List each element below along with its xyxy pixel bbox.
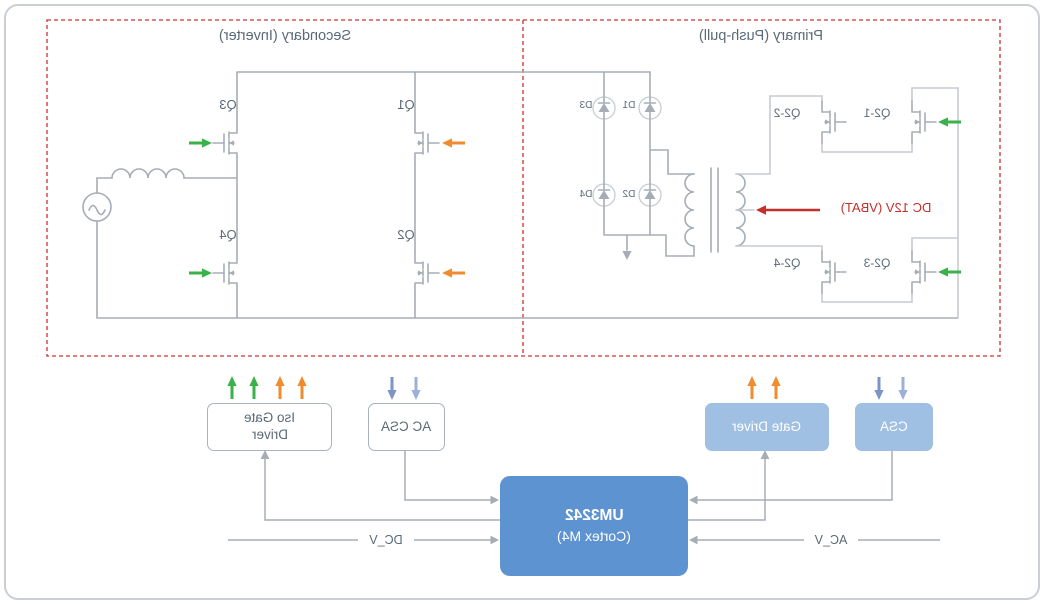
gate-arrow-q4-icon (187, 266, 214, 280)
iso-gate-driver-block: Iso Gate Driver (207, 403, 332, 451)
block-connector-lines (228, 450, 940, 541)
ac-source-symbol (82, 192, 112, 222)
mosfet-q3-symbol (212, 121, 238, 165)
label-d2: D2 (622, 189, 636, 200)
iso-driver-arrow-4-icon (295, 374, 309, 401)
mosfet-q2-3-symbol (911, 250, 937, 294)
primary-pushpull-wiring (735, 87, 959, 319)
ac-csa-arrow-1-icon (385, 375, 399, 402)
label-q2-2: Q2-2 (773, 106, 801, 120)
mcu-label-line1: UM3242 (564, 507, 624, 525)
mosfet-q2-2-symbol (821, 100, 847, 144)
rectifier-wiring (603, 71, 695, 257)
primary-section-title: Primary (Push-pull) (698, 28, 824, 44)
ac-csa-to-mcu-arrow-icon (490, 495, 499, 505)
label-q4: Q4 (219, 227, 237, 242)
secondary-bridge-wiring (96, 71, 959, 319)
ac-v-to-mcu-arrow-icon (689, 535, 698, 545)
iso-driver-arrow-2-icon (247, 374, 261, 401)
ac-v-label: AC_V (814, 533, 848, 547)
mosfet-q2-1-symbol (911, 100, 937, 144)
label-q1: Q1 (397, 97, 415, 112)
gate-driver-conn-arrow-icon (760, 450, 770, 459)
gate-driver-block: Gate Driver (705, 403, 829, 451)
secondary-section-title: Secondary (Inverter) (218, 28, 352, 44)
label-q2: Q2 (397, 227, 415, 242)
csa-label: CSA (880, 418, 908, 434)
csa-arrow-1-icon (872, 375, 886, 402)
ac-csa-arrow-2-icon (409, 375, 423, 402)
mosfet-q4-symbol (212, 251, 238, 295)
ground-arrow-icon (622, 251, 632, 260)
label-q2-4: Q2-4 (773, 256, 801, 270)
dc-v-label: DC_V (369, 533, 403, 547)
iso-gate-driver-label-line1: Iso Gate (243, 410, 296, 426)
csa-to-mcu-arrow-icon (689, 495, 698, 505)
mosfet-q1-symbol (414, 121, 440, 165)
ac-csa-block: AC CSA (368, 403, 445, 451)
label-q3: Q3 (219, 97, 237, 112)
ac-sine-glyph (88, 204, 106, 216)
iso-driver-arrow-1-icon (225, 374, 239, 401)
gate-driver-arrow-1-icon (745, 374, 759, 401)
label-d3: D3 (579, 100, 593, 111)
dc-v-to-mcu-arrow-icon (490, 535, 499, 545)
mosfet-q2-4-symbol (821, 250, 847, 294)
gate-arrow-q1-icon (440, 136, 467, 150)
dc-input-label: DC 12V (VBAT) (840, 200, 932, 215)
ac-csa-label: AC CSA (381, 418, 432, 434)
output-inductor (111, 168, 185, 179)
label-q2-1: Q2-1 (863, 106, 891, 120)
iso-gate-driver-label-line2: Driver (251, 427, 288, 442)
gate-driver-arrow-2-icon (769, 374, 783, 401)
mosfet-q2-symbol (414, 251, 440, 295)
mcu-block: UM3242 (Cortex M4) (500, 476, 688, 576)
iso-driver-conn-arrow-icon (260, 450, 270, 459)
gate-arrow-q3-icon (187, 136, 214, 150)
iso-driver-arrow-3-icon (273, 374, 287, 401)
gate-arrow-q2-icon (440, 266, 467, 280)
mcu-label-line2: (Cortex M4) (557, 528, 631, 545)
label-d4: D4 (579, 189, 593, 200)
csa-block: CSA (855, 403, 933, 451)
gate-driver-label: Gate Driver (732, 418, 802, 434)
dc-input-arrow-icon (756, 205, 766, 215)
csa-arrow-2-icon (896, 375, 910, 402)
label-q2-3: Q2-3 (863, 256, 891, 270)
transformer-symbol (684, 167, 746, 253)
label-d1: D1 (622, 100, 636, 111)
